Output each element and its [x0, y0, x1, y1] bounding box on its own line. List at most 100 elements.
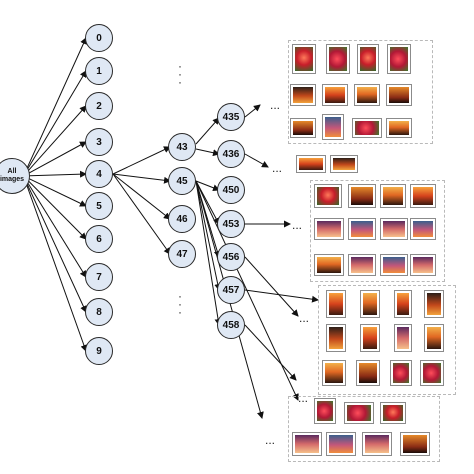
- thumbnail-panel-453: [310, 180, 445, 282]
- subcategory-node-43[interactable]: 43: [168, 133, 196, 161]
- category-node-0[interactable]: 0: [85, 24, 113, 52]
- thumbnail-image[interactable]: [386, 118, 412, 138]
- thumbnail-photo: [413, 257, 433, 273]
- thumbnail-image[interactable]: [400, 432, 430, 456]
- thumbnail-image[interactable]: [356, 360, 380, 386]
- subcategory-node-45[interactable]: 45: [168, 167, 196, 195]
- thumbnail-photo: [333, 158, 355, 170]
- thumbnail-photo: [390, 47, 408, 71]
- category-node-2[interactable]: 2: [85, 92, 113, 120]
- thumbnail-image[interactable]: [292, 44, 316, 74]
- thumbnail-image[interactable]: [326, 324, 346, 352]
- thumbnail-image[interactable]: [380, 402, 406, 424]
- category-node-8[interactable]: 8: [85, 298, 113, 326]
- thumbnail-photo: [359, 363, 377, 383]
- node-label: 5: [96, 200, 102, 212]
- category-node-9[interactable]: 9: [85, 337, 113, 365]
- thumbnail-photo: [397, 293, 409, 315]
- ellipsis-457: ...: [299, 311, 310, 325]
- leaf-node-450[interactable]: 450: [217, 176, 245, 204]
- leaf-node-456[interactable]: 456: [217, 243, 245, 271]
- thumbnail-image[interactable]: [394, 324, 412, 352]
- thumbnail-image[interactable]: [326, 44, 350, 74]
- edge-4-to-l2-2: [112, 173, 171, 220]
- category-node-1[interactable]: 1: [85, 57, 113, 85]
- thumbnail-image[interactable]: [290, 84, 316, 106]
- thumbnail-image[interactable]: [360, 324, 380, 352]
- thumbnail-image[interactable]: [352, 118, 382, 138]
- leaf-node-453[interactable]: 453: [217, 210, 245, 238]
- thumbnail-image[interactable]: [314, 254, 344, 276]
- thumbnail-image[interactable]: [326, 290, 346, 318]
- thumbnail-photo: [299, 158, 323, 170]
- edge-435-out: [244, 104, 261, 118]
- thumbnail-photo: [325, 117, 341, 137]
- thumbnail-image[interactable]: [360, 290, 380, 318]
- thumbnail-image[interactable]: [410, 218, 436, 240]
- edge-4-to-l2-0: [112, 146, 171, 175]
- thumbnail-photo: [295, 47, 313, 71]
- edge-root-to-2: [25, 105, 87, 174]
- thumbnail-photo: [357, 87, 377, 103]
- thumbnail-panel-435: [288, 40, 433, 144]
- thumbnail-image[interactable]: [290, 118, 316, 138]
- thumbnail-image[interactable]: [348, 254, 376, 276]
- thumbnail-photo: [293, 121, 313, 135]
- category-node-3[interactable]: 3: [85, 128, 113, 156]
- root-label-line1: All: [7, 168, 17, 175]
- leaf-node-436[interactable]: 436: [217, 140, 245, 168]
- thumbnail-image[interactable]: [322, 360, 346, 386]
- node-label: 2: [96, 100, 102, 112]
- thumbnail-image[interactable]: [330, 155, 358, 173]
- root-node[interactable]: All images: [0, 158, 30, 194]
- thumbnail-photo: [317, 187, 339, 205]
- thumbnail-image[interactable]: [322, 84, 348, 106]
- thumbnail-image[interactable]: [380, 254, 408, 276]
- leaf-node-457[interactable]: 457: [217, 276, 245, 304]
- thumbnail-image[interactable]: [410, 254, 436, 276]
- thumbnail-image[interactable]: [314, 218, 344, 240]
- thumbnail-image[interactable]: [357, 44, 379, 74]
- thumbnail-image[interactable]: [348, 184, 376, 208]
- thumbnail-photo: [423, 363, 441, 383]
- thumbnail-image[interactable]: [314, 184, 342, 208]
- thumbnail-image[interactable]: [326, 432, 356, 456]
- edge-457-out: [244, 289, 319, 303]
- category-node-4[interactable]: 4: [85, 160, 113, 188]
- thumbnail-image[interactable]: [380, 218, 408, 240]
- ellipsis-435: ...: [270, 98, 281, 112]
- edge-root-to-3: [25, 141, 87, 176]
- thumbnail-image[interactable]: [420, 360, 444, 386]
- thumbnail-image[interactable]: [390, 360, 412, 386]
- thumbnail-image[interactable]: [387, 44, 411, 74]
- ellipsis-453: ...: [292, 218, 303, 232]
- thumbnail-image[interactable]: [296, 155, 326, 173]
- category-node-5[interactable]: 5: [85, 192, 113, 220]
- subcategory-node-47[interactable]: 47: [168, 240, 196, 268]
- thumbnail-image[interactable]: [362, 432, 392, 456]
- ellipsis-bottom: ...: [265, 433, 276, 447]
- edge-45-to-leaf-3: [195, 180, 222, 291]
- node-label: 6: [96, 233, 102, 245]
- leaf-node-458[interactable]: 458: [217, 311, 245, 339]
- thumbnail-image[interactable]: [322, 114, 344, 140]
- thumbnail-image[interactable]: [410, 184, 436, 208]
- thumbnail-image[interactable]: [292, 432, 322, 456]
- thumbnail-image[interactable]: [424, 324, 444, 352]
- ellipsis-458: ...: [298, 391, 309, 405]
- thumbnail-image[interactable]: [386, 84, 412, 106]
- thumbnail-photo: [329, 435, 353, 453]
- node-label: 9: [96, 345, 102, 357]
- category-node-7[interactable]: 7: [85, 263, 113, 291]
- subcategory-node-46[interactable]: 46: [168, 205, 196, 233]
- thumbnail-image[interactable]: [348, 218, 376, 240]
- thumbnail-image[interactable]: [380, 184, 406, 208]
- thumbnail-image[interactable]: [314, 398, 336, 424]
- thumbnail-image[interactable]: [424, 290, 444, 318]
- thumbnail-image[interactable]: [354, 84, 380, 106]
- thumbnail-image[interactable]: [344, 402, 374, 424]
- thumbnail-image[interactable]: [394, 290, 412, 318]
- leaf-node-435[interactable]: 435: [217, 103, 245, 131]
- node-label: 450: [222, 184, 240, 196]
- category-node-6[interactable]: 6: [85, 225, 113, 253]
